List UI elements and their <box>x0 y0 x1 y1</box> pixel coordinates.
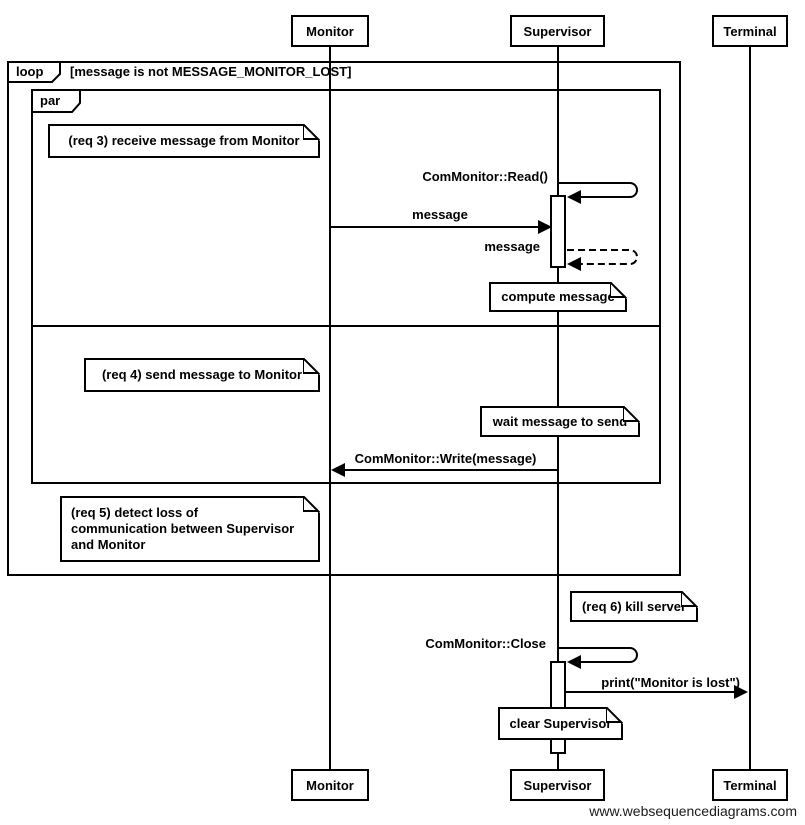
note-req5-line2: communication between Supervisor <box>71 521 295 536</box>
note-req3: (req 3) receive message from Monitor <box>48 124 320 158</box>
par-frame-label-pentagon <box>31 89 81 113</box>
note-req5-line1: (req 5) detect loss of <box>71 505 199 520</box>
note-fold-icon <box>303 496 320 513</box>
note-wait-message-text: wait message to send <box>492 413 628 429</box>
actor-supervisor-bottom: Supervisor <box>510 769 605 801</box>
note-fold-icon <box>623 406 640 423</box>
note-req5: (req 5) detect loss of communication bet… <box>60 496 320 562</box>
note-clear-supervisor: clear Supervisor <box>498 707 623 740</box>
par-frame-label: par <box>40 93 61 108</box>
note-fold-icon <box>606 707 623 724</box>
note-fold-icon <box>303 358 320 375</box>
note-compute-message: compute message <box>489 282 627 312</box>
loop-frame-label-pentagon <box>7 61 61 83</box>
actor-monitor-top: Monitor <box>291 15 369 47</box>
note-req5-line3: and Monitor <box>71 537 146 552</box>
message-write-label: ComMonitor::Write(message) <box>354 451 537 466</box>
arrowhead-reply-icon <box>567 257 581 271</box>
message-print-label: print("Monitor is lost") <box>601 675 740 690</box>
note-req4-text: (req 4) send message to Monitor <box>101 367 303 382</box>
message-close-label: ComMonitor::Close <box>425 636 546 651</box>
message-incoming-label: message <box>412 207 468 222</box>
actor-terminal-top-label: Terminal <box>723 23 777 39</box>
note-clear-supervisor-text: clear Supervisor <box>509 715 612 731</box>
actor-terminal-top: Terminal <box>712 15 788 47</box>
loop-frame-label: loop <box>16 64 44 79</box>
note-req6-text: (req 6) kill server <box>581 598 687 614</box>
message-read-label: ComMonitor::Read() <box>422 169 548 184</box>
actor-monitor-top-label: Monitor <box>306 23 354 39</box>
arrowhead-close-icon <box>567 655 581 669</box>
actor-monitor-bottom-label: Monitor <box>306 777 354 793</box>
par-frame <box>31 89 661 484</box>
loop-frame <box>7 61 681 576</box>
note-req6: (req 6) kill server <box>570 591 698 622</box>
arrowhead-print-icon <box>734 685 748 699</box>
note-req4: (req 4) send message to Monitor <box>84 358 320 392</box>
actor-supervisor-top: Supervisor <box>510 15 605 47</box>
note-fold-icon <box>610 282 627 299</box>
note-fold-icon <box>303 124 320 141</box>
self-message-close-line <box>558 647 638 663</box>
note-fold-icon <box>681 591 698 608</box>
actor-terminal-bottom: Terminal <box>712 769 788 801</box>
actor-supervisor-top-label: Supervisor <box>523 23 592 39</box>
note-compute-message-text: compute message <box>501 289 615 304</box>
message-reply-label: message <box>484 239 540 254</box>
note-req3-text: (req 3) receive message from Monitor <box>68 133 300 148</box>
actor-monitor-bottom: Monitor <box>291 769 369 801</box>
arrowhead-write-icon <box>331 463 345 477</box>
watermark-text: www.websequencediagrams.com <box>589 803 797 819</box>
activation-bar-read <box>550 195 566 268</box>
arrowhead-incoming-icon <box>538 220 552 234</box>
actor-terminal-bottom-label: Terminal <box>723 777 777 793</box>
arrowhead-read-icon <box>567 190 581 204</box>
actor-supervisor-bottom-label: Supervisor <box>523 777 592 793</box>
self-message-read-line <box>558 182 638 198</box>
note-wait-message: wait message to send <box>480 406 640 437</box>
loop-guard-text: [message is not MESSAGE_MONITOR_LOST] <box>70 64 352 79</box>
